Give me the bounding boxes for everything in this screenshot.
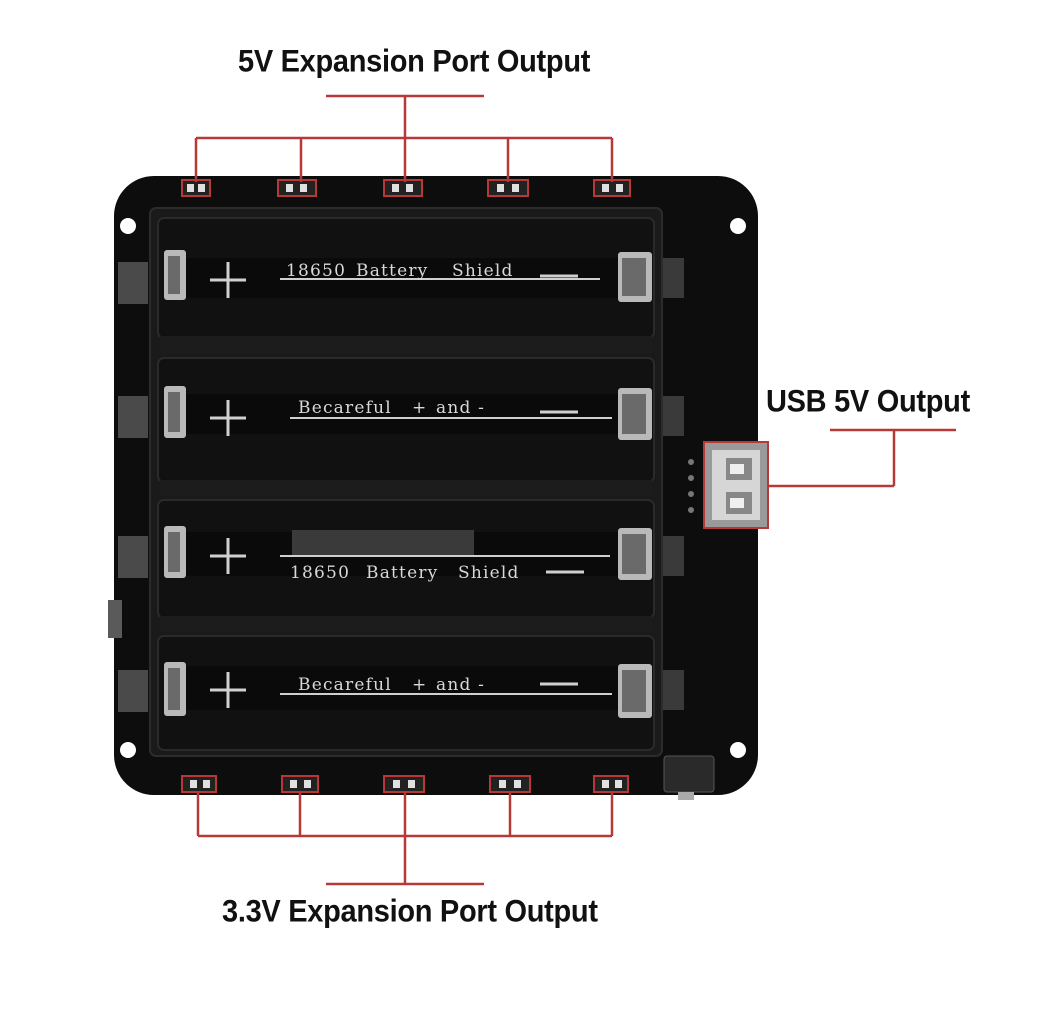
- bottom-callout-lines: [196, 792, 614, 886]
- silk-mid-4: +: [412, 675, 427, 695]
- battery-slot-1: [157, 217, 655, 354]
- mounting-hole: [730, 742, 746, 758]
- silk-mid-3: Battery: [366, 563, 438, 583]
- battery-slot-3: [157, 499, 655, 632]
- top-callout-lines: [194, 94, 614, 182]
- silk-left-3: 18650: [290, 563, 350, 583]
- side-clip: [118, 262, 148, 304]
- battery-slot-4: [157, 635, 655, 751]
- side-clip: [662, 536, 684, 576]
- silk-mid-1: Battery: [356, 261, 428, 281]
- silk-right-2: and -: [436, 398, 485, 418]
- side-clip: [662, 258, 684, 298]
- bottom-callout-label: 3.3V Expansion Port Output: [222, 894, 598, 930]
- side-clip: [118, 670, 148, 712]
- side-clip: [118, 536, 148, 578]
- silk-left-2: Becareful: [298, 398, 392, 418]
- silk-right-3: Shield: [458, 563, 520, 583]
- mounting-hole: [120, 218, 136, 234]
- side-clip: [662, 396, 684, 436]
- bottom-header-pins: [181, 775, 629, 793]
- usb-callout-lines: [768, 428, 956, 488]
- top-callout-label: 5V Expansion Port Output: [238, 44, 591, 80]
- silk-right-4: and -: [436, 675, 485, 695]
- usb-a-port: [703, 441, 769, 529]
- side-clip: [662, 670, 684, 710]
- silk-left-4: Becareful: [298, 675, 392, 695]
- silk-left-1: 18650: [286, 261, 346, 281]
- power-switch-knob: [678, 792, 694, 800]
- silk-right-1: Shield: [452, 261, 514, 281]
- usb-callout-label: USB 5V Output: [766, 384, 970, 420]
- side-clip: [118, 396, 148, 438]
- mounting-hole: [730, 218, 746, 234]
- power-switch: [663, 755, 715, 793]
- mounting-hole: [120, 742, 136, 758]
- silk-mid-2: +: [412, 398, 427, 418]
- battery-slot-2: [157, 357, 655, 496]
- micro-usb-port: [108, 600, 122, 638]
